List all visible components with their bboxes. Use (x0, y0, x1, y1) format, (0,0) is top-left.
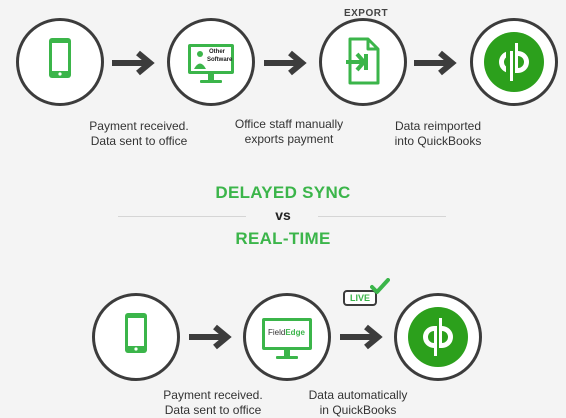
vs-label: vs (275, 207, 291, 223)
quickbooks-logo (484, 32, 544, 92)
fieldedge-monitor-circle: FieldEdge (243, 293, 331, 381)
arrow-icon (414, 50, 457, 76)
live-badge: LIVE (343, 290, 377, 306)
export-label: EXPORT (343, 8, 389, 19)
caption-payment-received-top: Payment received. Data sent to office (89, 119, 189, 148)
caption-automatic: Data automatically in QuickBooks (308, 388, 408, 417)
arrow-icon (340, 324, 383, 350)
caption-manual-export: Office staff manually exports payment (234, 117, 344, 146)
monitor-label-other: Other (209, 49, 226, 55)
phone-circle-top (16, 18, 104, 106)
caption-payment-received-bottom: Payment received. Data sent to office (163, 388, 263, 417)
quickbooks-logo (408, 307, 468, 367)
delayed-sync-heading: DELAYED SYNC (215, 183, 351, 202)
export-circle (319, 18, 407, 106)
phone-icon (49, 38, 71, 78)
quickbooks-circle-top (470, 18, 558, 106)
arrow-icon (189, 324, 232, 350)
monitor-icon (188, 44, 234, 83)
phone-icon (125, 313, 147, 353)
quickbooks-circle-bottom (394, 293, 482, 381)
arrow-icon (112, 50, 155, 76)
office-monitor-circle: Other Software (167, 18, 255, 106)
monitor-label-software: Software (207, 57, 233, 63)
export-file-icon (346, 37, 380, 85)
caption-reimported: Data reimported into QuickBooks (394, 119, 482, 148)
real-time-heading: REAL-TIME (235, 229, 331, 248)
divider-left (118, 216, 246, 217)
checkmark-icon (370, 278, 390, 294)
monitor-icon (262, 318, 312, 359)
fieldedge-logo-text: FieldEdge (268, 328, 305, 337)
divider-right (318, 216, 446, 217)
arrow-icon (264, 50, 307, 76)
phone-circle-bottom (92, 293, 180, 381)
